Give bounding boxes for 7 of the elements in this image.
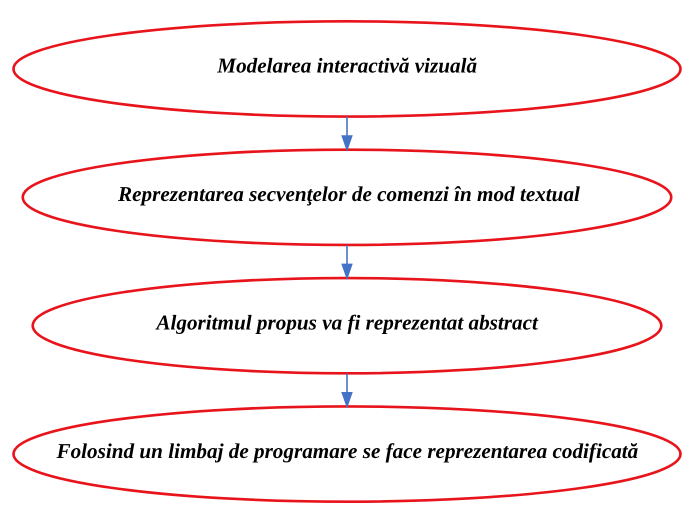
arrow (341, 372, 353, 408)
node-ellipse: Algoritmul propus va fi reprezentat abstract (31, 276, 663, 374)
arrow (341, 116, 353, 152)
node-ellipse: Reprezentarea secvenţelor de comenzi în mod textual (21, 148, 673, 246)
node-ellipse: Modelarea interactivă vizuală (12, 19, 682, 118)
node-ellipse: Folosind un limbaj de programare se face reprezentarea codificată (12, 404, 682, 503)
arrow (341, 244, 353, 280)
